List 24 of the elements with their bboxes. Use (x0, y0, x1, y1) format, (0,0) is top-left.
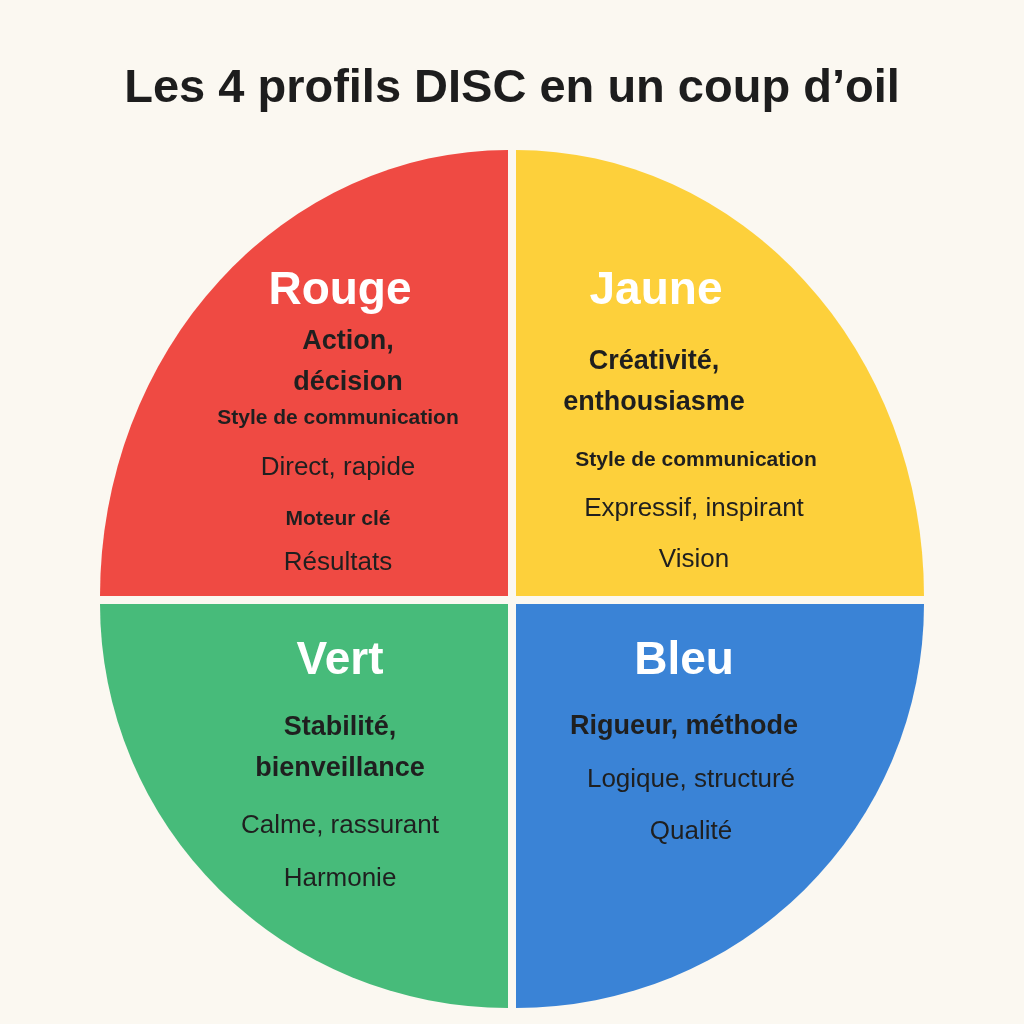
profile-trait: Stabilité, bienveillance (254, 709, 426, 783)
profile-heading: Jaune (589, 260, 723, 316)
section-label: Moteur clé (285, 505, 391, 532)
section-label: Style de communication (217, 404, 459, 431)
section-label: Style de communication (575, 446, 817, 473)
profile-heading: Bleu (634, 630, 734, 686)
profile-detail: Logique, structuré (586, 761, 796, 795)
quadrant-sector (516, 150, 924, 596)
quadrant-sector (100, 604, 508, 1008)
profile-trait: Créativité, enthousiasme (562, 343, 746, 417)
profile-detail: Direct, rapide (260, 449, 416, 483)
quadrant-sector (516, 604, 924, 1008)
profile-detail: Expressif, inspirant (584, 490, 804, 524)
profile-detail: Vision (658, 541, 730, 575)
diagram-title: Les 4 profils DISC en un coup d’oil (123, 58, 901, 113)
profile-detail: Qualité (649, 813, 733, 847)
profile-detail: Résultats (283, 544, 393, 578)
profile-trait: Action, décision (292, 323, 404, 397)
profile-trait: Rigueur, méthode (570, 708, 798, 742)
profile-detail: Calme, rassurant (241, 807, 439, 841)
profile-heading: Vert (296, 630, 384, 686)
quadrant-sector (100, 150, 508, 596)
profile-heading: Rouge (268, 260, 412, 316)
profile-detail: Harmonie (283, 860, 397, 894)
